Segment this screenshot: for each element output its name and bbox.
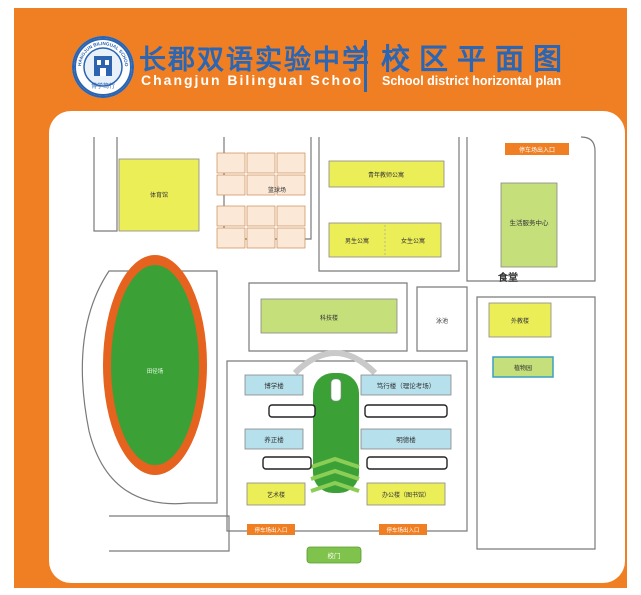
plan-title-english: School district horizontal plan bbox=[382, 74, 562, 88]
office-building bbox=[366, 482, 446, 506]
sports-field bbox=[111, 265, 199, 465]
parking-sign-right-text: 停车场出入口 bbox=[386, 526, 419, 534]
school-logo: 博学笃行 CHANGJUN BILINGUAL SCHOOL bbox=[72, 36, 134, 98]
teacher-apartment bbox=[328, 160, 445, 188]
art-building bbox=[246, 482, 306, 506]
parking-sign-top-text: 停车场出入口 bbox=[519, 146, 555, 154]
basketball-courts bbox=[216, 152, 306, 249]
science-building bbox=[260, 298, 398, 334]
school-gate bbox=[306, 546, 362, 564]
teacher-apartment-label: 青年教师公寓 bbox=[368, 171, 404, 179]
parking-sign-right: 停车场出入口 bbox=[379, 524, 427, 535]
field-label: 田径场 bbox=[147, 367, 164, 375]
basketball-label: 篮球场 bbox=[268, 186, 286, 194]
step-3 bbox=[310, 480, 360, 493]
service-center-label: 生活服务中心 bbox=[510, 218, 550, 227]
foreign-teacher-building bbox=[488, 302, 552, 338]
girls-dorm-label: 女生公寓 bbox=[401, 237, 425, 245]
boys-dorm-label: 男生公寓 bbox=[345, 237, 369, 245]
duxing-label: 笃行楼（理论考场） bbox=[377, 381, 436, 390]
parking-sign-top: 停车场出入口 bbox=[505, 143, 569, 155]
step-2 bbox=[310, 468, 360, 481]
yangzheng-label: 养正楼 bbox=[264, 435, 284, 444]
parking-sign-left: 停车场出入口 bbox=[247, 524, 295, 535]
mingde-building bbox=[360, 428, 452, 450]
boxue-courtyard bbox=[268, 404, 316, 418]
header: 博学笃行 CHANGJUN BILINGUAL SCHOOL 长郡双语实验中学 … bbox=[14, 8, 627, 108]
title-divider bbox=[364, 40, 367, 92]
museum-building bbox=[492, 356, 554, 378]
canteen-label: 食堂 bbox=[497, 271, 518, 284]
step-1 bbox=[310, 456, 360, 469]
central-plaza-arc bbox=[292, 350, 378, 376]
gym-building bbox=[118, 158, 200, 232]
mingde-courtyard bbox=[366, 456, 448, 470]
science-label: 科技楼 bbox=[320, 314, 338, 322]
foreign-teacher-label: 外教楼 bbox=[511, 317, 529, 325]
yangzheng-building bbox=[244, 428, 304, 450]
school-name-chinese: 长郡双语实验中学 bbox=[139, 45, 371, 76]
gym-label: 体育馆 bbox=[150, 191, 168, 199]
school-gate-label: 校门 bbox=[328, 551, 341, 560]
yangzheng-courtyard bbox=[262, 456, 312, 470]
parking-sign-left-text: 停车场出入口 bbox=[254, 526, 287, 534]
school-name-english: Changjun Bilingual School bbox=[141, 72, 370, 88]
duxing-building bbox=[360, 374, 452, 396]
logo-motto: 博学笃行 bbox=[91, 82, 115, 90]
art-label: 艺术楼 bbox=[267, 491, 285, 499]
mingde-label: 明德楼 bbox=[396, 435, 416, 444]
boys-dorm bbox=[328, 222, 442, 258]
plan-title-chinese: 校区平面图 bbox=[381, 42, 572, 76]
duxing-courtyard bbox=[364, 404, 448, 418]
central-statue bbox=[330, 378, 342, 402]
campus-map: 体育馆 篮球场 青年教师公寓 男生公寓 女生公寓 生活服务中心 食堂 bbox=[49, 111, 625, 583]
boxue-building bbox=[244, 374, 304, 396]
service-center bbox=[500, 182, 558, 268]
office-label: 办公楼（图书馆） bbox=[382, 491, 430, 499]
museum-label: 植物园 bbox=[514, 364, 532, 372]
pool-label: 泳池 bbox=[436, 317, 448, 325]
boxue-label: 博学楼 bbox=[264, 381, 284, 390]
orange-frame: 博学笃行 CHANGJUN BILINGUAL SCHOOL 长郡双语实验中学 … bbox=[14, 8, 627, 588]
